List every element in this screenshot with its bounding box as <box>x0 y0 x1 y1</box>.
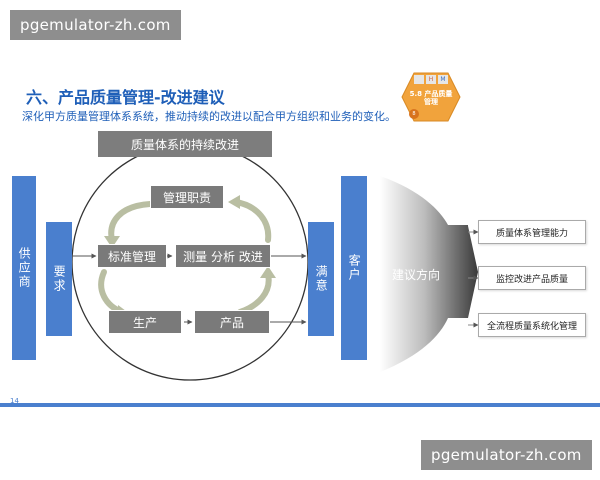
requirement-label: 要求 <box>52 265 67 293</box>
satisfaction-bar: 满意 <box>308 222 334 336</box>
curved-arrow-top-right <box>233 199 272 243</box>
standard-management-box: 标准管理 <box>97 244 167 268</box>
watermark-top: pgemulator-zh.com <box>10 10 181 40</box>
direction-label: 建议方向 <box>392 268 441 282</box>
watermark-bottom: pgemulator-zh.com <box>421 440 592 470</box>
measure-analyze-improve-box: 测量 分析 改进 <box>175 244 271 268</box>
badge-label: 5.8 产品质量管理 <box>409 89 453 106</box>
direction-funnel <box>380 176 478 372</box>
curved-arrow-top-left <box>108 201 153 243</box>
page-number: 14 <box>10 397 19 405</box>
satisfaction-label: 满意 <box>314 265 329 293</box>
management-responsibility-box: 管理职责 <box>150 185 224 209</box>
badge-letter-m: M <box>440 76 446 83</box>
suggestion-box-1: 质量体系管理能力 <box>478 220 586 244</box>
customer-label: 客户 <box>347 254 362 282</box>
production-box: 生产 <box>108 310 182 334</box>
supplier-label: 供应商 <box>17 247 32 289</box>
badge-number: 8 <box>412 111 416 117</box>
suggestion-box-2: 监控改进产品质量 <box>478 266 586 290</box>
customer-bar: 客户 <box>341 176 367 360</box>
requirement-bar: 要求 <box>46 222 72 336</box>
suggestion-box-3: 全流程质量系统化管理 <box>478 313 586 337</box>
continuous-improvement-banner: 质量体系的持续改进 <box>98 131 272 157</box>
footer-divider <box>0 403 600 407</box>
page-subtitle: 深化甲方质量管理体系系统，推动持续的改进以配合甲方组织和业务的变化。 <box>22 110 396 123</box>
page-title: 六、产品质量管理-改进建议 <box>26 88 225 107</box>
badge-icon <box>401 72 461 122</box>
supplier-bar: 供应商 <box>12 176 36 360</box>
curved-arrow-bottom-right <box>237 271 272 315</box>
badge-letter-h: H <box>428 76 434 83</box>
product-box: 产品 <box>194 310 270 334</box>
